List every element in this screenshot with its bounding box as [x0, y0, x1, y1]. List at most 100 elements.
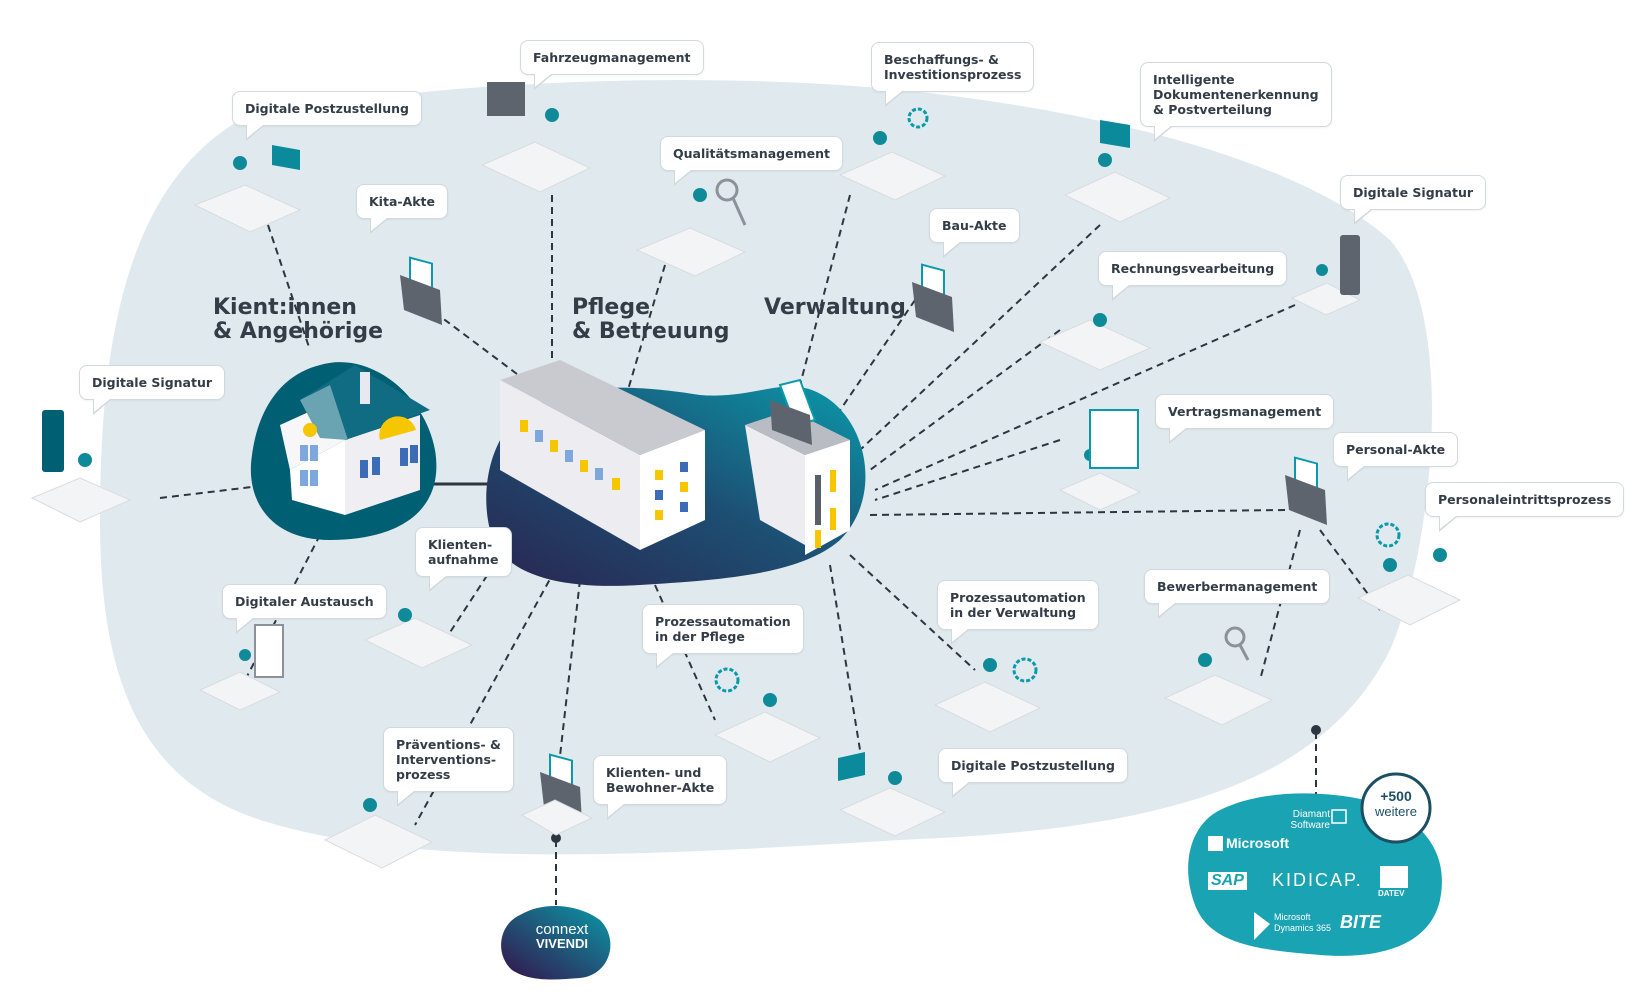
microsoft-logo: Microsoft [1226, 835, 1289, 851]
connext-logo-line2: VIVENDI [535, 936, 588, 951]
connector-line [874, 304, 1296, 491]
connector-line [874, 439, 1061, 501]
boards [42, 82, 1360, 678]
bubble-text: Fahrzeugmanagement [533, 50, 691, 65]
bubble-text: Kita-Akte [369, 194, 436, 209]
sap-logo: SAP [1208, 872, 1247, 890]
tablet-icon [1340, 235, 1360, 295]
bubble-kita-akte[interactable]: Kita-Akte [356, 184, 449, 234]
bubble-text: Digitale Postzustellung [951, 758, 1115, 773]
dynamics-logo-icon [1254, 912, 1270, 940]
bubble-vertragsmanagement[interactable]: Vertragsmanagement [1155, 394, 1335, 444]
connext-blob [501, 905, 611, 980]
microsoft-logo-icon [1208, 836, 1223, 851]
group-title-line: Verwaltung [764, 295, 906, 320]
bubble-text: prozess [396, 767, 451, 782]
workstation-tile [193, 184, 302, 233]
workstation-tile [713, 711, 822, 763]
gears [714, 107, 1401, 693]
workstation-tile [1063, 171, 1172, 223]
gear-icon [714, 667, 740, 693]
bubble-text: Personal-Akte [1346, 442, 1446, 457]
magnifier-icon [715, 178, 739, 202]
tablet-icon [42, 410, 64, 472]
bubble-text: Prozessautomation [950, 590, 1086, 605]
group-title-line: Pflege [572, 295, 651, 320]
connector-line [267, 224, 311, 351]
care-building-icon [500, 360, 705, 550]
person-icon [873, 131, 887, 145]
bubble-digitaler-austausch[interactable]: Digitaler Austausch [222, 584, 387, 634]
bubble-digitale-postzustellung-top[interactable]: Digitale Postzustellung [232, 91, 422, 141]
bubble-text: Intelligente [1153, 72, 1235, 87]
person-icon [233, 156, 247, 170]
bubble-text: Digitale Postzustellung [245, 101, 409, 116]
bubble-klientenaufnahme[interactable]: Klienten-aufnahme [415, 527, 512, 592]
magnifiers [715, 178, 1250, 661]
diamant-logo-icon [1331, 809, 1347, 824]
bubble-qualitaetsmanagement[interactable]: Qualitätsmanagement [660, 136, 843, 186]
mail-icon [272, 145, 300, 170]
workstation-tile [198, 671, 282, 711]
board-icon [254, 624, 284, 678]
gear-icon [907, 107, 929, 129]
bubble-personaleintrittsprozess[interactable]: Personaleintrittsprozess [1425, 482, 1625, 532]
bubble-praeventionsprozess[interactable]: Präventions- &Interventions-prozess [383, 727, 514, 807]
bubble-text: in der Pflege [655, 629, 745, 644]
bubble-digitale-postzustellung-bottom[interactable]: Digitale Postzustellung [938, 748, 1128, 798]
group-title-admin: Verwaltung [764, 296, 906, 320]
bubble-text: Präventions- & [396, 737, 501, 752]
bubble-bau-akte[interactable]: Bau-Akte [929, 208, 1020, 258]
folder-icon [1285, 456, 1327, 525]
workstation-tile [1058, 472, 1142, 511]
person-icon [545, 108, 559, 122]
bubble-text: Rechnungsvearbeitung [1111, 261, 1275, 276]
person-icon [1316, 264, 1328, 276]
connector-line [849, 554, 976, 671]
person-icon [763, 693, 777, 707]
house-icon [280, 365, 430, 515]
bubble-digitale-signatur-left[interactable]: Digitale Signatur [79, 365, 226, 415]
workstation-tile [838, 151, 947, 201]
microsoft-dynamics-logo: Microsoft Dynamics 365 [1274, 912, 1331, 934]
bubble-text: Interventions- [396, 752, 497, 767]
connector-line [1319, 529, 1381, 611]
connector-dot [551, 833, 561, 843]
bubble-digitale-signatur-right[interactable]: Digitale Signatur [1340, 175, 1487, 225]
person-icon [398, 608, 412, 622]
bubble-text: Bewohner-Akte [606, 780, 715, 795]
workstation-tile [30, 477, 132, 523]
workstation-tile [1356, 574, 1462, 626]
bubble-text: Personaleintrittsprozess [1438, 492, 1612, 507]
connector-line [859, 224, 1101, 451]
gear-icon [1375, 522, 1401, 548]
datev-logo-icon [1380, 866, 1408, 888]
datev-logo: DATEV [1378, 889, 1405, 898]
mail-icon [1100, 120, 1130, 148]
partner-badge-count: +500 [1380, 788, 1412, 804]
bubble-text: & Postverteilung [1153, 102, 1272, 117]
bubble-personal-akte[interactable]: Personal-Akte [1333, 432, 1459, 482]
person-icon [1383, 558, 1397, 572]
group-title-line: & Betreuung [572, 319, 730, 344]
person-icon [1098, 153, 1112, 167]
bubble-text: Qualitätsmanagement [673, 146, 830, 161]
bubble-text: Digitaler Austausch [235, 594, 374, 609]
connext-vivendi-logo: connext VIVENDI [512, 922, 612, 951]
person-icon [239, 649, 251, 661]
bubble-fahrzeugmanagement[interactable]: Fahrzeugmanagement [520, 40, 704, 90]
workstation-tile [363, 617, 474, 669]
bubble-beschaffungsprozess[interactable]: Beschaffungs- &Investitionsprozess [871, 42, 1035, 107]
mail-icons [272, 120, 1130, 781]
bubble-rechnungsverarbeitung[interactable]: Rechnungsvearbeitung [1098, 251, 1288, 301]
partner-badge[interactable]: +500 weitere [1372, 788, 1420, 820]
workstation-tile [520, 799, 594, 836]
bubble-bewerbermanagement[interactable]: Bewerbermanagement [1144, 569, 1331, 619]
bubble-text: Klienten- [428, 537, 493, 552]
person-icon [693, 188, 707, 202]
